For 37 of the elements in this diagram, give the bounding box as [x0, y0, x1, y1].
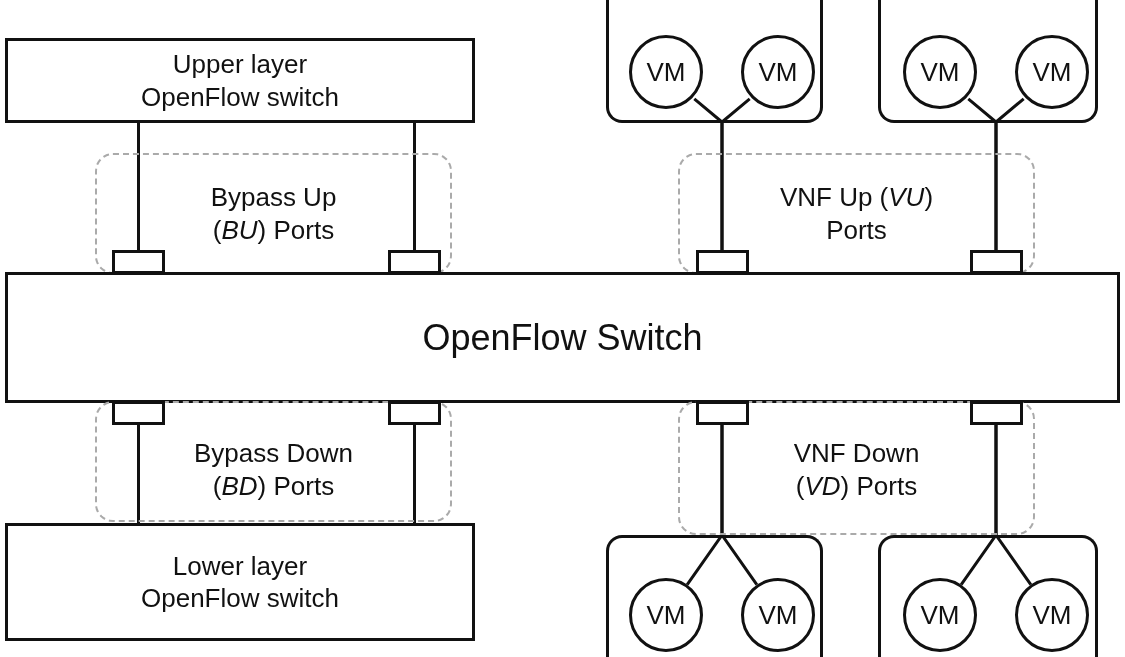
vm-circle: VM: [741, 578, 815, 652]
connector-line: [137, 123, 140, 250]
vm-circle: VM: [1015, 578, 1089, 652]
connector-line: [413, 425, 416, 523]
port-box: [112, 250, 165, 274]
group-label: VNF Down (VD) Ports: [792, 437, 921, 502]
port-box: [388, 250, 441, 274]
vm-group-bracket: [606, 0, 823, 123]
vm-circle: VM: [903, 578, 977, 652]
connector-line: [137, 425, 140, 523]
connector-line: [413, 123, 416, 250]
vm-circle: VM: [629, 35, 703, 109]
vm-group-bracket: [606, 535, 823, 657]
port-group-region: [678, 401, 1035, 535]
switch-box: Lower layer OpenFlow switch: [5, 523, 475, 641]
connector-line: [720, 97, 751, 250]
vm-circle: VM: [629, 578, 703, 652]
vm-group-bracket: [878, 535, 1098, 657]
group-label: Bypass Up (BU) Ports: [209, 181, 338, 246]
switch-box: Upper layer OpenFlow switch: [5, 38, 475, 123]
vm-circle: VM: [741, 35, 815, 109]
port-box: [112, 401, 165, 425]
connector-line: [994, 97, 1025, 250]
vm-circle: VM: [903, 35, 977, 109]
connector-line: [994, 425, 1033, 586]
group-label: VNF Up (VU) Ports: [778, 181, 935, 246]
group-label: Bypass Down (BD) Ports: [194, 437, 353, 502]
vm-circle: VM: [1015, 35, 1089, 109]
switch-box: OpenFlow Switch: [5, 272, 1120, 403]
port-box: [970, 401, 1023, 425]
port-group-region: [95, 401, 452, 522]
port-box: [696, 250, 749, 274]
port-box: [388, 401, 441, 425]
connector-line: [720, 425, 759, 586]
port-box: [970, 250, 1023, 274]
port-box: [696, 401, 749, 425]
vm-group-bracket: [878, 0, 1098, 123]
